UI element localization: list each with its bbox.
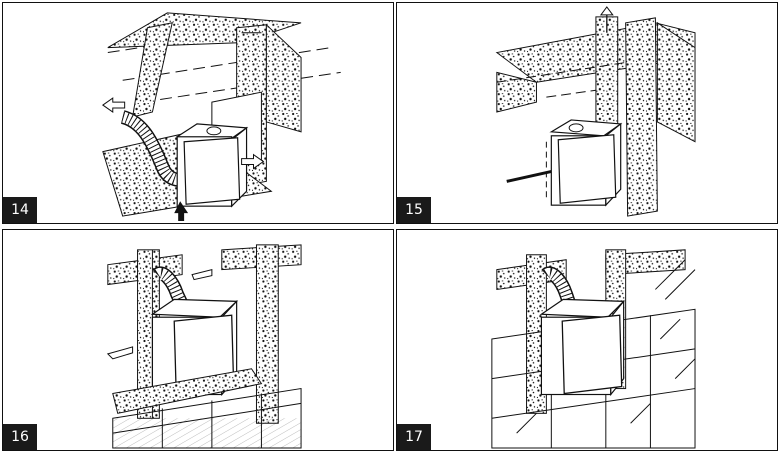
step-14-panel: 14 xyxy=(2,2,394,224)
installation-illustration-17 xyxy=(491,249,696,449)
step-number-label: 16 xyxy=(3,424,37,450)
step-number-label: 14 xyxy=(3,197,37,223)
step-number-label: 15 xyxy=(397,197,431,223)
step-15-panel: 15 xyxy=(396,2,778,224)
step-number-label: 17 xyxy=(397,424,431,450)
installation-illustration-16 xyxy=(106,244,302,449)
step-17-panel: 17 xyxy=(396,229,778,451)
step-16-panel: 16 xyxy=(2,229,394,451)
installation-illustration-15 xyxy=(495,6,696,217)
installation-illustration-14 xyxy=(102,12,341,222)
